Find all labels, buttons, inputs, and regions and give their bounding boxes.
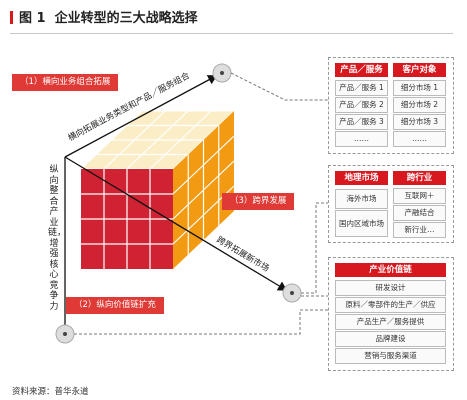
panel-value-chain: 产业价值链 研发设计 原料／零部件的生产／供应 产品生产／服务提供 品牌建设 营…: [328, 257, 454, 371]
figure-title: 图 1 企业转型的三大战略选择: [10, 7, 198, 26]
source-note: 资料来源：普华永道: [12, 387, 89, 397]
chain-item-production: 产品生产／服务提供: [335, 314, 446, 330]
connector-circle-products: [212, 63, 232, 83]
chain-item-channels: 营销与服务渠道: [335, 348, 446, 364]
connector-line-cross: [301, 202, 328, 294]
geo-item-domestic: 国内区域市场: [335, 210, 388, 237]
product-item-2: 产品／服务 2: [335, 97, 388, 113]
chain-item-rd: 研发设计: [335, 280, 446, 296]
tag-horizontal-expansion: （1）横向业务组合拓展: [12, 74, 119, 91]
industry-item-internet: 互联网＋: [393, 188, 446, 204]
figure-number: 图 1: [19, 11, 46, 26]
panel-products-customers: 产品／服务 客户对象 产品／服务 1 产品／服务 2 产品／服务 3 …… 细分…: [328, 57, 454, 154]
geo-item-overseas: 海外市场: [335, 189, 388, 209]
segment-item-more: ……: [393, 131, 446, 147]
figure-title-text: 企业转型的三大战略选择: [54, 11, 198, 26]
panel-value-chain-header: 产业价值链: [335, 263, 446, 277]
product-item-1: 产品／服务 1: [335, 80, 388, 96]
horizontal-arrow: [64, 75, 218, 158]
chain-item-brand: 品牌建设: [335, 331, 446, 347]
tag-vertical-chain: （2）纵向价值链扩充: [66, 297, 164, 314]
title-divider: [10, 33, 453, 34]
tag-cross-border: （3）跨界发展: [222, 193, 295, 210]
cube-front-face: [81, 169, 173, 269]
connector-circle-cross: [282, 283, 302, 303]
cross-arrow-label: 跨界拓展新市场: [214, 234, 271, 274]
panel-cross-border: 地理市场 跨行业 海外市场 国内区域市场 互联网＋ 产融结合 新行业…: [328, 165, 454, 243]
panel-customers-header: 客户对象: [393, 63, 446, 77]
connector-circle-vertical: [55, 324, 75, 344]
panel-geo-header: 地理市场: [335, 171, 388, 185]
industry-item-new: 新行业…: [393, 222, 446, 238]
vertical-integration-label: 纵向整合产业链，增强核心竞争力: [48, 165, 67, 312]
product-item-more: ……: [335, 131, 388, 147]
cross-arrow: [64, 156, 288, 291]
panel-products-header: 产品／服务: [335, 63, 388, 77]
chain-item-supply: 原料／零部件的生产／供应: [335, 297, 446, 313]
title-accent-bar: [10, 11, 13, 24]
segment-item-1: 细分市场 1: [393, 80, 446, 96]
panel-industry-header: 跨行业: [393, 171, 446, 185]
connector-line-vertical: [74, 309, 328, 335]
product-item-3: 产品／服务 3: [335, 114, 388, 130]
industry-item-finance: 产融结合: [393, 205, 446, 221]
connector-line-products: [230, 72, 328, 101]
segment-item-2: 细分市场 2: [393, 97, 446, 113]
segment-item-3: 细分市场 3: [393, 114, 446, 130]
